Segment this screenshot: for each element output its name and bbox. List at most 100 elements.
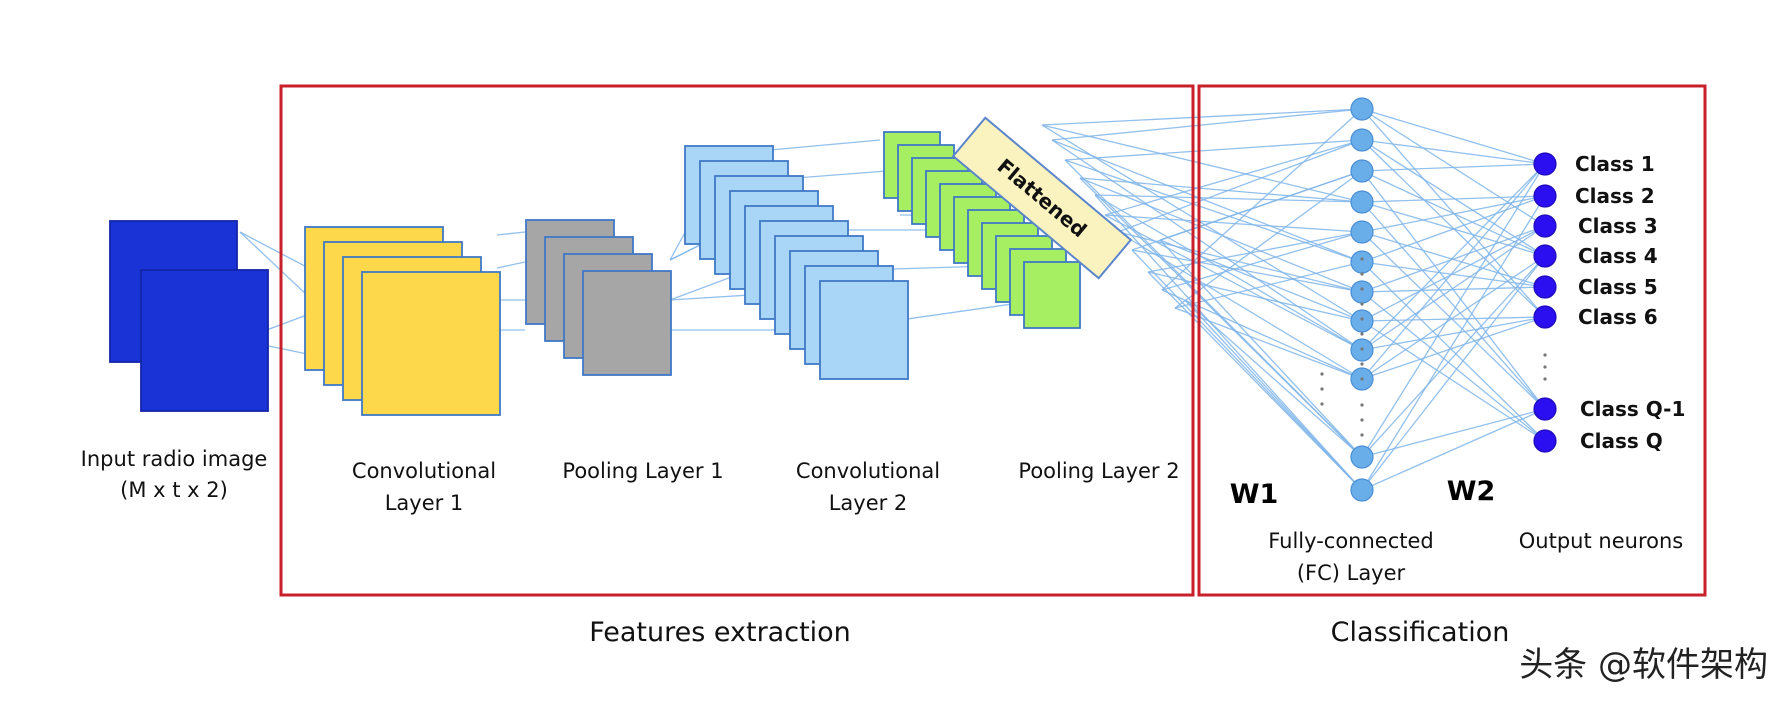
- connection-line: [1104, 214, 1363, 233]
- fc-neuron: [1350, 97, 1374, 121]
- connection-line: [1361, 163, 1546, 458]
- pool1-feature-map: [582, 270, 672, 376]
- connection-line: [1104, 214, 1363, 351]
- conv2-feature-map: [819, 280, 909, 380]
- fc-layer-sublabel: (FC) Layer: [1297, 561, 1406, 585]
- connection-line: [1361, 255, 1546, 380]
- w2-label: W2: [1447, 476, 1496, 507]
- connection-line: [1361, 195, 1546, 233]
- connection-line: [1361, 316, 1546, 351]
- connection-line: [1361, 408, 1546, 458]
- connection-line: [1041, 108, 1363, 126]
- connection-line: [1174, 170, 1363, 309]
- input-shape-label: (M x t x 2): [120, 478, 228, 502]
- connection-line: [1094, 194, 1363, 203]
- connection-line: [1361, 163, 1546, 351]
- connection-line: [1184, 299, 1363, 491]
- class-label: Class 2: [1575, 184, 1655, 208]
- connection-line: [1361, 316, 1546, 380]
- class-label: Class Q: [1580, 429, 1663, 453]
- connection-line: [1094, 194, 1363, 351]
- features-extraction-title: Features extraction: [589, 617, 851, 648]
- connection-line: [1361, 261, 1546, 442]
- fc-neuron: [1350, 220, 1374, 244]
- output-neuron: [1533, 152, 1557, 176]
- flattened-layer: Flattened: [951, 116, 1133, 280]
- connection-line: [1361, 291, 1546, 442]
- fc-neuron: [1350, 128, 1374, 152]
- conv1-sublabel: Layer 1: [385, 491, 464, 515]
- fc-neuron: [1350, 280, 1374, 304]
- connection-line: [1159, 239, 1363, 458]
- connection-line: [1079, 177, 1363, 458]
- connection-line: [1064, 159, 1363, 263]
- connection-line: [1094, 194, 1363, 491]
- output-neuron: [1533, 305, 1557, 329]
- connection-line: [496, 231, 526, 236]
- fc-layer-label: Fully-connected: [1268, 529, 1434, 553]
- class-labels: Class 1 Class 2 Class 3 Class 4 Class 5 Class…: [1575, 152, 1685, 453]
- connection-line: [1131, 249, 1363, 293]
- fc-neuron: [1350, 478, 1374, 502]
- fc-neuron: [1350, 309, 1374, 333]
- connection-line: [1174, 261, 1363, 309]
- connection-line: [1051, 139, 1363, 351]
- output-neuron: [1533, 244, 1557, 268]
- class-label: Class 4: [1578, 244, 1658, 268]
- connection-line: [1079, 177, 1363, 203]
- class-label: Class 1: [1575, 152, 1655, 176]
- w1-label: W1: [1230, 479, 1279, 510]
- output-neuron: [1533, 184, 1557, 208]
- class-label: Class 5: [1578, 275, 1658, 299]
- output-neuron: [1533, 275, 1557, 299]
- connection-line: [1147, 271, 1363, 322]
- connection-line: [1361, 225, 1546, 322]
- ellipsis-dots: [1320, 257, 1547, 437]
- connection-line: [1161, 289, 1363, 380]
- connection-line: [1361, 195, 1546, 263]
- output-neuron: [1533, 429, 1557, 453]
- classification-title: Classification: [1331, 617, 1510, 648]
- connection-line: [1131, 249, 1363, 491]
- connection-line: [1361, 286, 1546, 293]
- fc-layer-neurons: [1350, 97, 1374, 502]
- connection-line: [1117, 231, 1363, 380]
- connection-line: [1361, 225, 1546, 351]
- classification-frame: [1197, 84, 1707, 597]
- connection-line: [1361, 163, 1546, 380]
- connection-line: [1361, 320, 1546, 442]
- connection-line: [1104, 139, 1363, 216]
- conv1-feature-map: [361, 271, 501, 416]
- connection-line: [1147, 271, 1363, 491]
- output-neuron: [1533, 214, 1557, 238]
- connection-line: [1361, 195, 1546, 491]
- conv1-label: Convolutional: [352, 459, 496, 483]
- features-extraction-frame: [279, 84, 1195, 597]
- feature-maps: [109, 131, 1081, 416]
- connection-line: [1361, 139, 1546, 257]
- fc-neuron: [1350, 445, 1374, 469]
- connection-line: [1361, 231, 1546, 410]
- connection-line: [1361, 139, 1546, 165]
- watermark: 头条 @软件架构: [1519, 645, 1768, 685]
- output-neurons: [1533, 152, 1557, 453]
- class-label: Class Q-1: [1580, 397, 1685, 421]
- connection-line: [496, 261, 526, 269]
- fc-neuron: [1350, 190, 1374, 214]
- fc-neuron: [1350, 250, 1374, 274]
- output-neuron: [1533, 397, 1557, 421]
- conv2-label: Convolutional: [796, 459, 940, 483]
- class-label: Class 3: [1578, 214, 1658, 238]
- class-label: Class 6: [1578, 305, 1658, 329]
- connection-line: [1361, 408, 1546, 491]
- connection-line: [1161, 231, 1363, 291]
- connection-line: [1174, 307, 1363, 380]
- flattened-bar: [951, 116, 1133, 280]
- fc-neuron: [1350, 159, 1374, 183]
- connection-line: [1361, 201, 1546, 410]
- connection-line: [1361, 316, 1546, 322]
- connection-line: [1064, 139, 1363, 161]
- connection-line: [1361, 163, 1546, 172]
- connection-line: [1361, 108, 1546, 165]
- connection-line: [1361, 255, 1546, 491]
